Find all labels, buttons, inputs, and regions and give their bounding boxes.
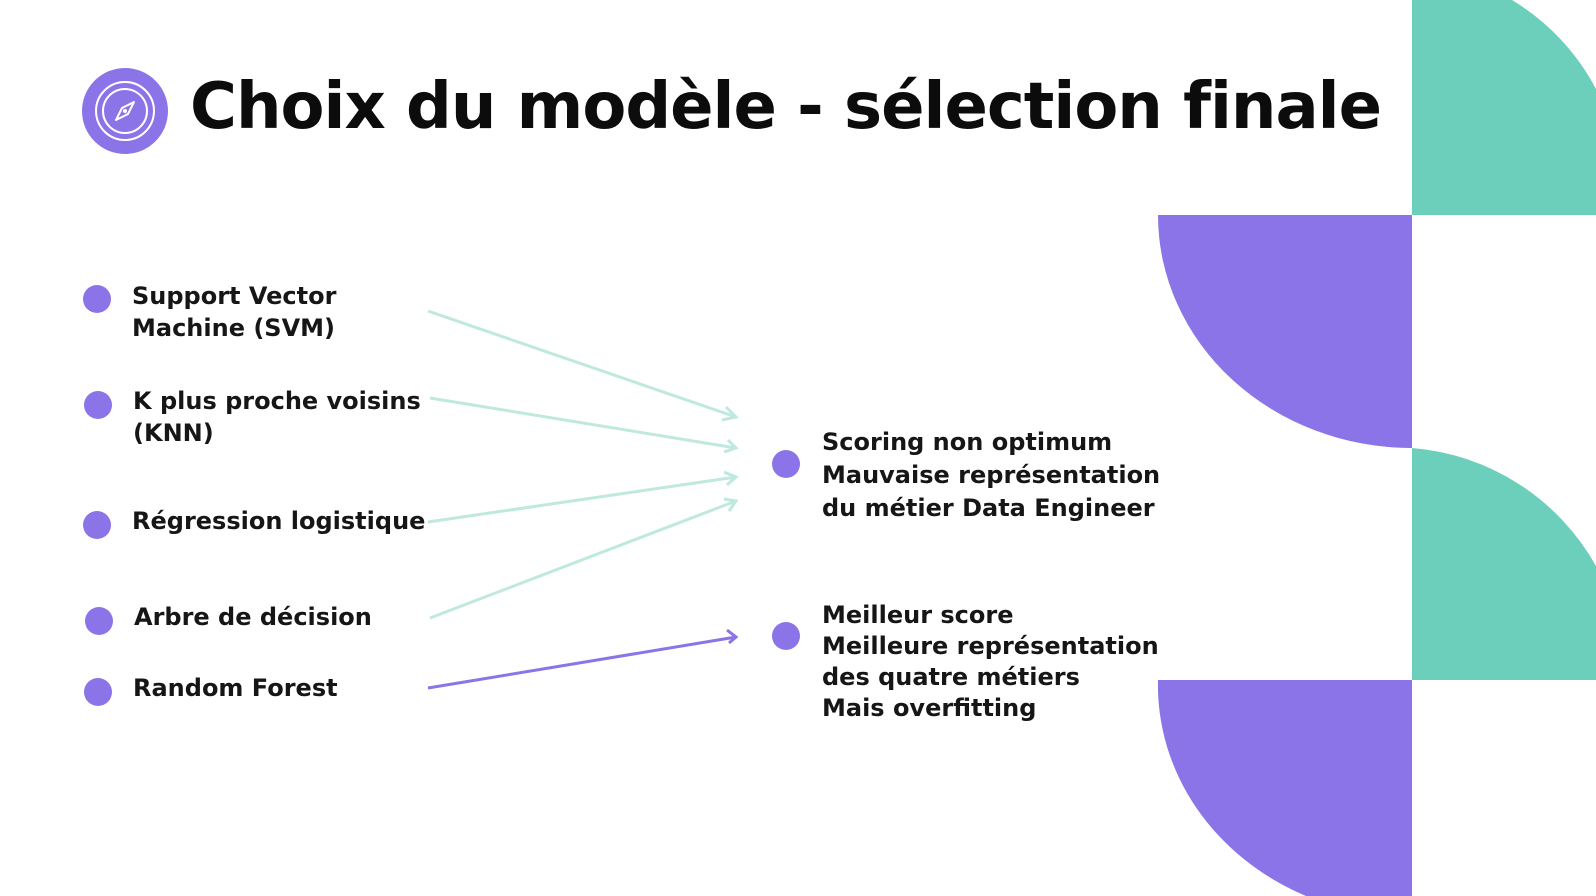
- bullet-dot: [85, 607, 113, 635]
- model-label-line: Arbre de décision: [134, 603, 372, 631]
- model-label-line: Support Vector: [132, 282, 337, 310]
- model-label-line: Régression logistique: [132, 507, 426, 535]
- arrow-tree-to-result-1: [429, 497, 739, 620]
- bullet-dot: [772, 622, 800, 650]
- arrow-knn-to-result-1: [429, 396, 739, 454]
- result-block-1: Scoring non optimum Mauvaise représentat…: [822, 426, 1160, 525]
- arrow-svm-to-result-1: [427, 309, 740, 422]
- model-item-logistic-regression: Régression logistique: [132, 505, 425, 537]
- bullet-dot: [84, 678, 112, 706]
- result-line: Meilleure représentation: [822, 632, 1159, 660]
- bullet-dot: [83, 511, 111, 539]
- result-line: du métier Data Engineer: [822, 494, 1155, 522]
- model-label-line: Machine (SVM): [132, 314, 336, 342]
- result-line: Mauvaise représentation: [822, 461, 1161, 489]
- result-block-2: Meilleur score Meilleure représentation …: [822, 600, 1159, 724]
- model-item-svm: Support Vector Machine (SVM): [132, 280, 336, 344]
- result-line: Mais overfitting: [822, 694, 1037, 722]
- model-label-line: Random Forest: [133, 674, 338, 702]
- model-label-line: K plus proche voisins: [133, 387, 421, 415]
- result-line: Scoring non optimum: [822, 428, 1113, 456]
- decorative-shapes: [1157, 0, 1596, 896]
- bullet-dot: [83, 285, 111, 313]
- compass-icon: [82, 68, 168, 154]
- model-item-decision-tree: Arbre de décision: [134, 601, 372, 633]
- result-line: Meilleur score: [822, 601, 1014, 629]
- model-item-knn: K plus proche voisins (KNN): [133, 385, 421, 449]
- slide-title: Choix du modèle - sélection finale: [190, 70, 1382, 144]
- bullet-dot: [772, 450, 800, 478]
- bullet-dot: [84, 391, 112, 419]
- result-line: des quatre métiers: [822, 663, 1080, 691]
- model-item-random-forest: Random Forest: [133, 672, 338, 704]
- arrow-logreg-to-result-1: [427, 470, 739, 524]
- model-label-line: (KNN): [133, 419, 214, 447]
- arrow-rf-to-result-2: [427, 628, 739, 690]
